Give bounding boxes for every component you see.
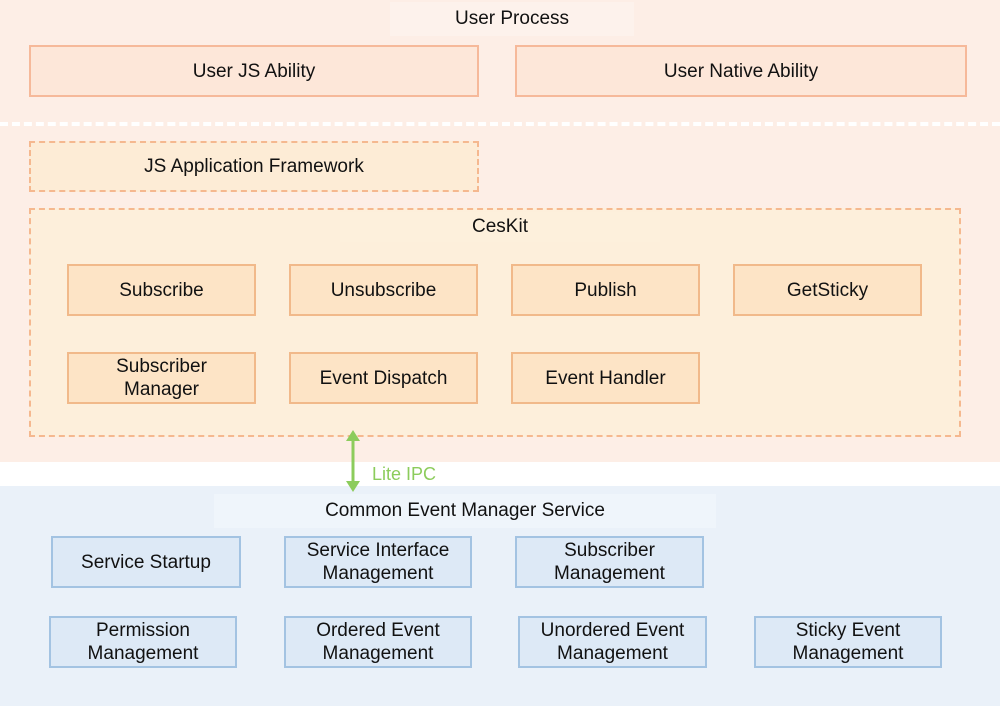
subscribe-box: Subscribe (67, 264, 256, 316)
permission-management-box: Permission Management (49, 616, 237, 668)
service-interface-line-1: Service Interface (306, 540, 450, 561)
ceskit-title: CesKit (340, 212, 660, 242)
event-dispatch-box: Event Dispatch (289, 352, 478, 404)
service-interface-line-2: Management (322, 563, 434, 584)
subscriber-manager-box: Subscriber Manager (67, 352, 256, 404)
unordered-event-line-1: Unordered Event (540, 620, 685, 641)
permission-management-line-2: Management (87, 643, 199, 664)
event-handler-box: Event Handler (511, 352, 700, 404)
user-native-ability-box: User Native Ability (515, 45, 967, 97)
subscriber-management-line-1: Subscriber (564, 540, 655, 561)
subscriber-management-line-2: Management (554, 563, 665, 584)
service-startup-box: Service Startup (51, 536, 241, 588)
permission-management-line-1: Permission (96, 620, 190, 641)
sticky-event-management-box: Sticky Event Management (754, 616, 942, 668)
ordered-event-management-box: Ordered Event Management (284, 616, 472, 668)
subscriber-manager-line-1: Subscriber (116, 356, 207, 377)
service-title: Common Event Manager Service (214, 494, 716, 528)
unordered-event-management-box: Unordered Event Management (518, 616, 707, 668)
lite-ipc-label: Lite IPC (360, 462, 480, 486)
process-boundary-divider (0, 122, 1000, 126)
ordered-event-line-1: Ordered Event (316, 620, 440, 641)
unordered-event-line-2: Management (557, 643, 668, 664)
sticky-event-line-1: Sticky Event (795, 620, 901, 641)
lite-ipc-double-arrow-icon (346, 430, 360, 492)
user-process-title: User Process (390, 2, 634, 36)
sticky-event-line-2: Management (792, 643, 904, 664)
service-interface-management-box: Service Interface Management (284, 536, 472, 588)
getsticky-box: GetSticky (733, 264, 922, 316)
unsubscribe-box: Unsubscribe (289, 264, 478, 316)
publish-box: Publish (511, 264, 700, 316)
js-application-framework-box: JS Application Framework (29, 141, 479, 192)
ordered-event-line-2: Management (322, 643, 434, 664)
user-js-ability-box: User JS Ability (29, 45, 479, 97)
subscriber-manager-line-2: Manager (124, 379, 199, 400)
subscriber-management-box: Subscriber Management (515, 536, 704, 588)
